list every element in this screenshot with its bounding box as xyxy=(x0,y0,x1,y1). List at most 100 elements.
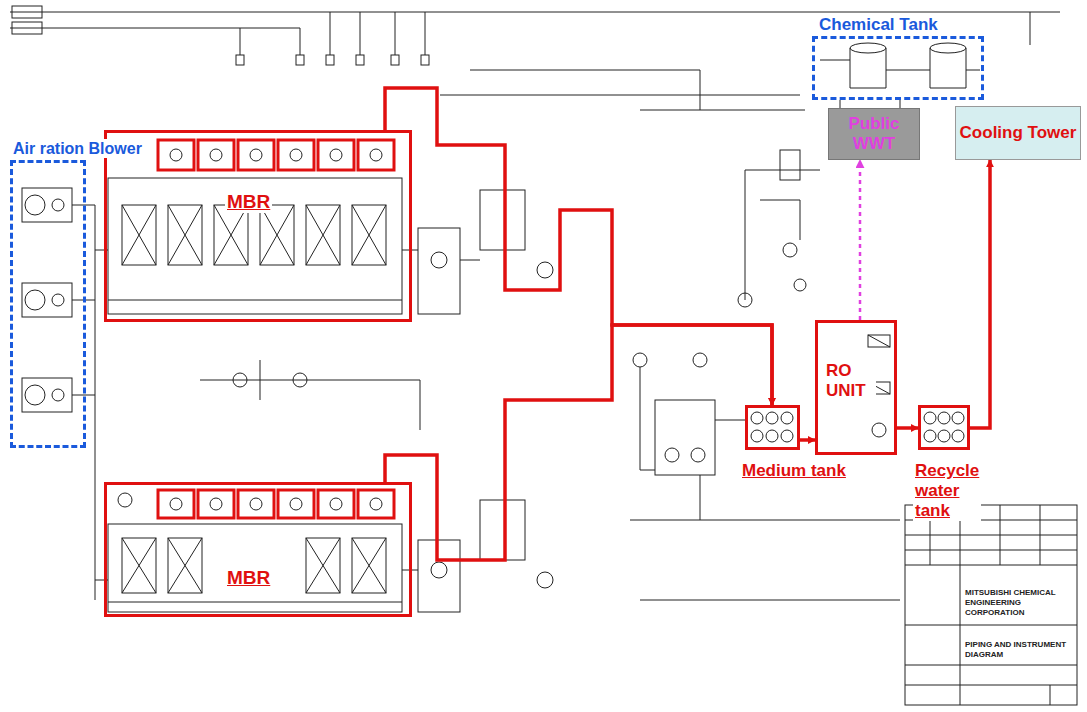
pid-stroke xyxy=(781,430,793,442)
pid-stroke xyxy=(238,140,274,170)
pid-stroke xyxy=(108,300,402,301)
pid-stroke xyxy=(352,205,386,265)
pid-stroke xyxy=(330,149,342,161)
pid-stroke xyxy=(236,55,244,65)
pid-stroke xyxy=(318,140,354,170)
blower-symbols xyxy=(22,188,108,600)
pid-stroke xyxy=(25,385,45,405)
pid-stroke xyxy=(118,493,132,507)
pid-stroke xyxy=(52,389,64,401)
pid-stroke xyxy=(296,55,304,65)
pid-stroke xyxy=(260,205,294,265)
pid-stroke xyxy=(122,205,156,265)
title-block-text: PIPING AND INSTRUMENT DIAGRAM xyxy=(965,640,1073,660)
pid-stroke xyxy=(52,199,64,211)
flow-line xyxy=(897,426,918,430)
pid-stroke xyxy=(198,140,234,170)
pid-stroke xyxy=(751,430,763,442)
pid-stroke xyxy=(210,149,222,161)
pid-stroke xyxy=(655,400,715,475)
mbr-box: MBR xyxy=(104,130,412,322)
flow-line xyxy=(970,160,990,428)
pid-stroke xyxy=(868,335,890,347)
pid-stroke xyxy=(238,490,274,518)
pid-stroke xyxy=(440,70,805,110)
pid-stroke xyxy=(25,195,45,215)
pid-stroke xyxy=(122,538,156,593)
node-heading: Medium tank xyxy=(740,461,848,481)
pid-stroke xyxy=(924,430,936,442)
medium-tank-box: Medium tank xyxy=(745,405,800,450)
pid-stroke xyxy=(12,22,42,34)
pid-stroke xyxy=(108,602,402,603)
pid-stroke xyxy=(293,373,307,387)
mbr-tank-bottom xyxy=(108,360,553,612)
pid-stroke xyxy=(370,149,382,161)
node-heading: Air ration Blower xyxy=(11,139,144,158)
pid-stroke xyxy=(480,500,525,560)
pid-stroke xyxy=(850,43,886,53)
pid-stroke xyxy=(418,540,460,612)
pid-stroke xyxy=(352,205,386,265)
header-lines xyxy=(10,6,1060,110)
pid-stroke xyxy=(370,498,382,510)
pid-stroke xyxy=(930,43,966,53)
pid-stroke xyxy=(12,6,42,18)
pid-stroke xyxy=(168,205,202,265)
discharge-line xyxy=(859,160,862,320)
pid-stroke xyxy=(630,475,900,600)
pid-stroke xyxy=(260,205,294,265)
pid-stroke xyxy=(240,12,425,55)
mbr-subboxes-bottom xyxy=(158,490,394,518)
pid-stroke xyxy=(766,412,778,424)
pid-stroke xyxy=(168,205,202,265)
pid-stroke xyxy=(766,430,778,442)
node-label: MBR xyxy=(225,567,272,589)
pid-stroke xyxy=(214,205,248,265)
mbr-subboxes-top xyxy=(158,140,394,170)
pid-stroke xyxy=(850,48,886,88)
pid-stroke xyxy=(872,423,886,437)
pid-stroke xyxy=(693,353,707,367)
pid-stroke xyxy=(537,262,553,278)
pid-stroke xyxy=(633,353,647,367)
pid-stroke xyxy=(122,205,156,265)
pid-stroke xyxy=(290,149,302,161)
pid-stroke xyxy=(72,205,108,600)
title-block xyxy=(905,505,1077,705)
pid-stroke xyxy=(356,55,364,65)
pid-stroke xyxy=(233,373,247,387)
pid-stroke xyxy=(22,378,72,412)
pid-stroke xyxy=(326,55,334,65)
pid-stroke xyxy=(418,228,460,314)
pid-stroke xyxy=(952,430,964,442)
pid-stroke xyxy=(306,538,340,593)
pid-stroke xyxy=(352,538,386,593)
title-block-text: MITSUBISHI CHEMICAL ENGINEERING CORPORAT… xyxy=(965,588,1073,618)
mbr-box: MBR xyxy=(104,482,412,617)
blower-group: Air ration Blower xyxy=(10,160,86,448)
pid-stroke xyxy=(780,150,800,180)
pid-stroke xyxy=(306,205,340,265)
public-wwt-box: Public WWT xyxy=(828,108,920,160)
pid-stroke xyxy=(905,520,1077,685)
node-heading: Recycle water tank xyxy=(913,461,981,521)
pid-stroke xyxy=(391,55,399,65)
pid-stroke xyxy=(122,538,156,593)
pid-stroke xyxy=(158,490,194,518)
pid-stroke xyxy=(168,538,202,593)
pid-stroke xyxy=(794,279,806,291)
chemical-tank-group: Chemical Tank xyxy=(812,36,984,100)
node-label: Public WWT xyxy=(829,114,919,154)
pid-stroke xyxy=(938,430,950,442)
pid-stroke xyxy=(168,538,202,593)
pid-stroke xyxy=(952,412,964,424)
pid-stroke xyxy=(751,412,763,424)
node-label: RO UNIT xyxy=(824,361,876,401)
flow-line xyxy=(385,325,772,560)
pid-stroke xyxy=(352,538,386,593)
flow-line xyxy=(800,438,815,442)
node-heading: Chemical Tank xyxy=(817,15,940,35)
pid-stroke xyxy=(431,252,447,268)
